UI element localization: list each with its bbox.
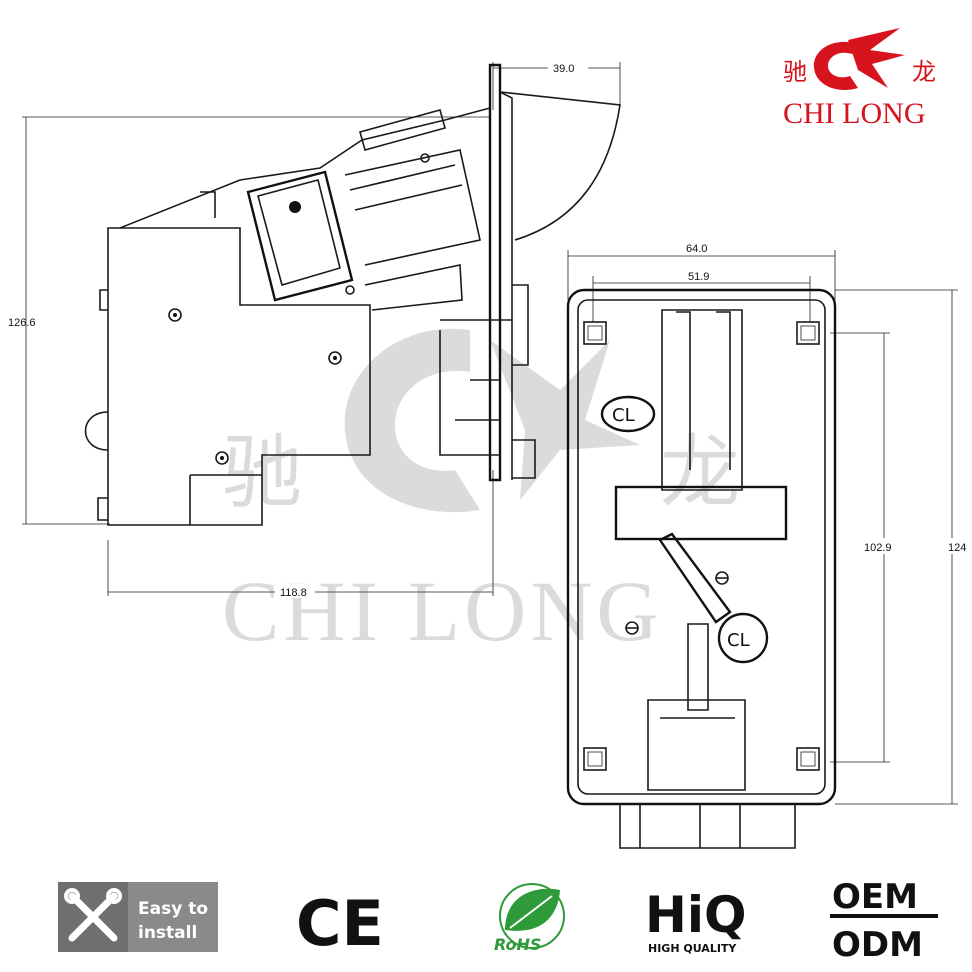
side-screw-icon [168, 308, 342, 465]
brand-name: CHI LONG [783, 97, 926, 130]
badge-hiq-caption: HIGH QUALITY [648, 942, 737, 955]
return-lever [658, 532, 732, 624]
brand-mark-icon [813, 28, 905, 90]
watermark-logo-icon [344, 328, 640, 513]
mounting-hole-icon [583, 321, 820, 771]
watermark-chinese-right: 龙 [660, 426, 740, 519]
brand-chinese-left: 驰 [783, 58, 807, 86]
cl-logo-top-text: CL [612, 405, 635, 426]
side-width-dim: 118.8 [280, 587, 307, 599]
badge-rohs: RoHS [494, 883, 565, 954]
badge-ce: CE [296, 887, 384, 960]
tools-icon [64, 888, 122, 942]
badge-install-line1: Easy to [138, 899, 208, 919]
cl-logo-bottom [717, 612, 769, 664]
watermark-name: CHI LONG [222, 563, 662, 659]
front-view: 64.0 51.9 102.9 124 CL [566, 243, 970, 849]
badge-oem-text: OEM [832, 877, 918, 917]
front-outer-height-dim: 124 [948, 542, 966, 554]
front-inner-height-dim: 102.9 [864, 542, 892, 554]
badge-rohs-text: RoHS [494, 935, 541, 954]
cl-logo-top [600, 395, 656, 433]
watermark: 驰 龙 CHI LONG [222, 328, 740, 659]
badge-hiq-text: HiQ [645, 886, 747, 944]
badge-oem-odm: OEM ODM [830, 877, 938, 965]
brand-chinese-right: 龙 [912, 58, 936, 86]
cl-logo-bottom-text: CL [727, 630, 750, 651]
coin-return-cup [647, 699, 746, 791]
side-height-dim: 126.6 [8, 317, 36, 329]
badge-easy-install: Easy to install [58, 882, 218, 952]
label-window [614, 485, 788, 541]
badge-install-line2: install [138, 923, 197, 943]
badge-ce-text: CE [296, 887, 384, 960]
front-outer-width-dim: 64.0 [686, 243, 707, 255]
brand-logo: 驰 龙 CHI LONG [783, 28, 936, 130]
side-view: 126.6 118.8 39.0 [8, 60, 621, 599]
coin-slot [661, 309, 743, 491]
front-inner-width-dim: 51.9 [688, 271, 709, 283]
badge-hiq: HiQ HIGH QUALITY [645, 886, 747, 955]
badge-odm-text: ODM [832, 925, 923, 965]
side-depth-dim: 39.0 [553, 63, 574, 75]
bottom-connector [619, 804, 796, 849]
